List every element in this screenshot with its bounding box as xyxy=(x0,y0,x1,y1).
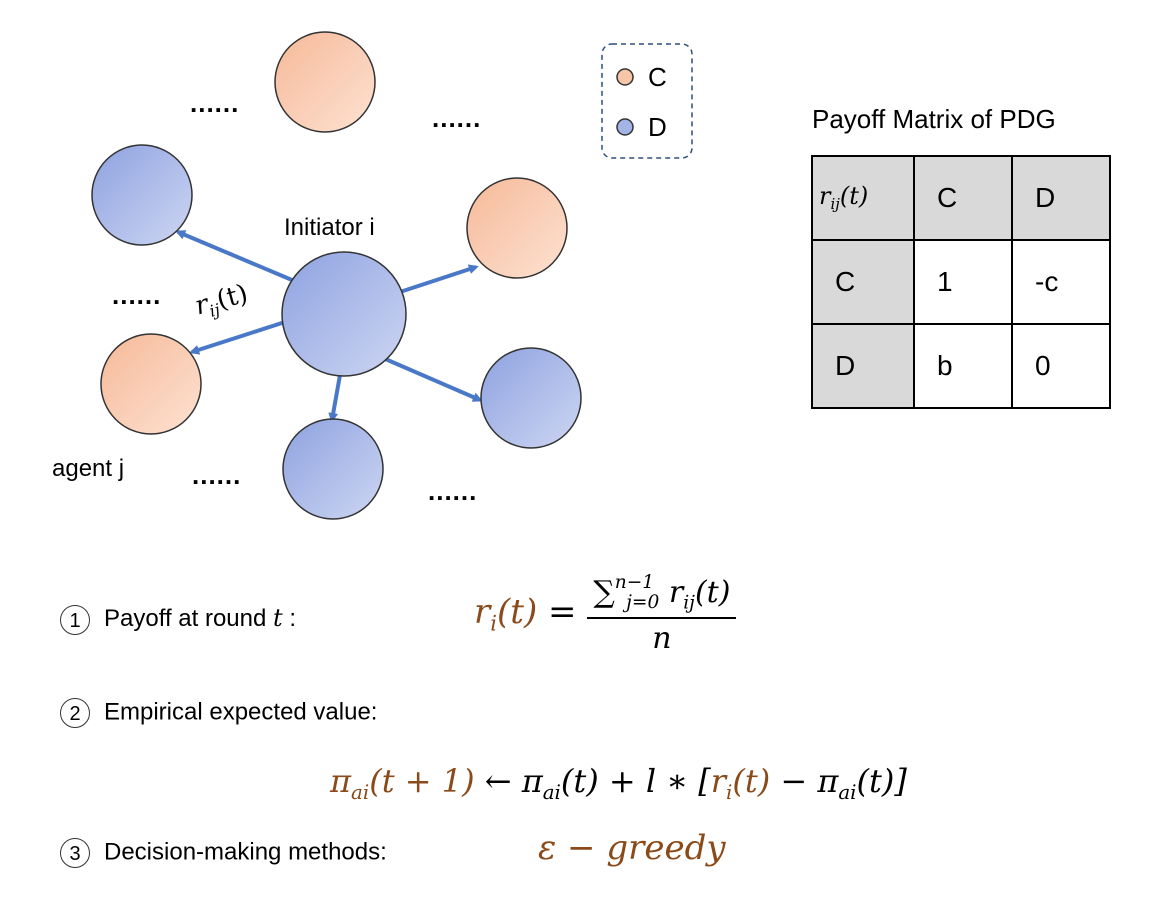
edge-to-right xyxy=(382,356,483,402)
payoff-fraction: ∑n−1j=0 rij(t)n xyxy=(587,572,737,657)
payoff-corner-base: r xyxy=(819,182,831,211)
step-1-colon: : xyxy=(282,605,297,632)
node-agent-j xyxy=(100,333,202,435)
node-initiator xyxy=(281,251,407,377)
step-1-number: 1 xyxy=(60,604,90,635)
payoff-numerator: ∑n−1j=0 rij(t) xyxy=(587,572,737,620)
edge-to-agent-j xyxy=(189,320,286,355)
step-1: 1 Payoff at round t : xyxy=(60,604,296,635)
payoff-col-header: D xyxy=(1011,155,1111,241)
payoff-matrix-table: rij(t) C D C 1 -c D b 0 xyxy=(811,155,1111,409)
ellipsis-bottom-right: ...... xyxy=(428,476,478,506)
payoff-cell: 0 xyxy=(1011,323,1111,409)
payoff-equals: = xyxy=(537,592,588,633)
payoff-cell: b xyxy=(913,323,1013,409)
agent-label: agent j xyxy=(52,455,125,482)
legend-d-label: D xyxy=(648,112,667,142)
edge-to-top-left xyxy=(175,230,293,282)
node-top-right-cooperator xyxy=(466,177,568,279)
step-3-number: 3 xyxy=(60,838,90,868)
payoff-row-header: C xyxy=(811,239,915,325)
ellipsis-top-right: ...... xyxy=(432,103,482,133)
payoff-row-header: D xyxy=(811,323,915,409)
payoff-corner-arg: (t) xyxy=(839,182,869,211)
legend-c-swatch xyxy=(616,68,634,86)
ellipsis-bottom-left: ...... xyxy=(192,460,242,490)
payoff-header-row: rij(t) C D xyxy=(811,155,1111,241)
node-top-left-defector xyxy=(91,144,193,246)
edge-to-bottom xyxy=(328,374,342,423)
payoff-corner-cell: rij(t) xyxy=(811,155,915,241)
legend-c-label: C xyxy=(648,62,667,92)
initiator-label: Initiator i xyxy=(284,214,375,241)
payoff-corner-sub: ij xyxy=(830,195,840,214)
step-3: 3 Decision-making methods: xyxy=(60,838,387,868)
legend-d-swatch xyxy=(616,118,634,136)
step-2-number: 2 xyxy=(60,698,90,728)
payoff-row: D b 0 xyxy=(811,323,1111,409)
update-lhs: πai(t + 1) xyxy=(330,762,475,804)
step-2: 2 Empirical expected value: xyxy=(60,698,377,728)
node-top-cooperator xyxy=(274,31,376,133)
payoff-denominator: n xyxy=(652,621,672,657)
legend-box xyxy=(601,43,693,159)
payoff-row: C 1 -c xyxy=(811,239,1111,325)
ellipsis-left: ...... xyxy=(112,280,162,310)
update-formula: πai(t + 1) ← πai(t) + l ∗ [ri(t) − πai(t… xyxy=(330,762,907,804)
payoff-lhs: ri(t) xyxy=(474,592,538,636)
step-3-label: Decision-making methods: xyxy=(104,838,387,866)
node-bottom-defector xyxy=(282,418,384,520)
edges xyxy=(175,230,483,423)
payoff-matrix-title: Payoff Matrix of PDG xyxy=(812,104,1056,134)
step-2-label: Empirical expected value: xyxy=(104,698,378,726)
decision-formula: ε − greedy xyxy=(538,828,726,868)
nodes xyxy=(91,31,582,520)
payoff-formula: ri(t) = ∑n−1j=0 rij(t)n xyxy=(474,572,737,657)
payoff-cell: -c xyxy=(1011,239,1111,325)
step-1-var: t xyxy=(273,604,283,632)
legend xyxy=(601,43,693,159)
update-reward: ri(t) xyxy=(710,762,771,804)
node-right-defector xyxy=(480,347,582,449)
step-1-label: Payoff at round xyxy=(104,605,267,632)
payoff-cell: 1 xyxy=(913,239,1013,325)
edge-to-top-right xyxy=(399,264,479,294)
payoff-col-header: C xyxy=(913,155,1013,241)
ellipsis-top-left: ...... xyxy=(190,88,240,118)
